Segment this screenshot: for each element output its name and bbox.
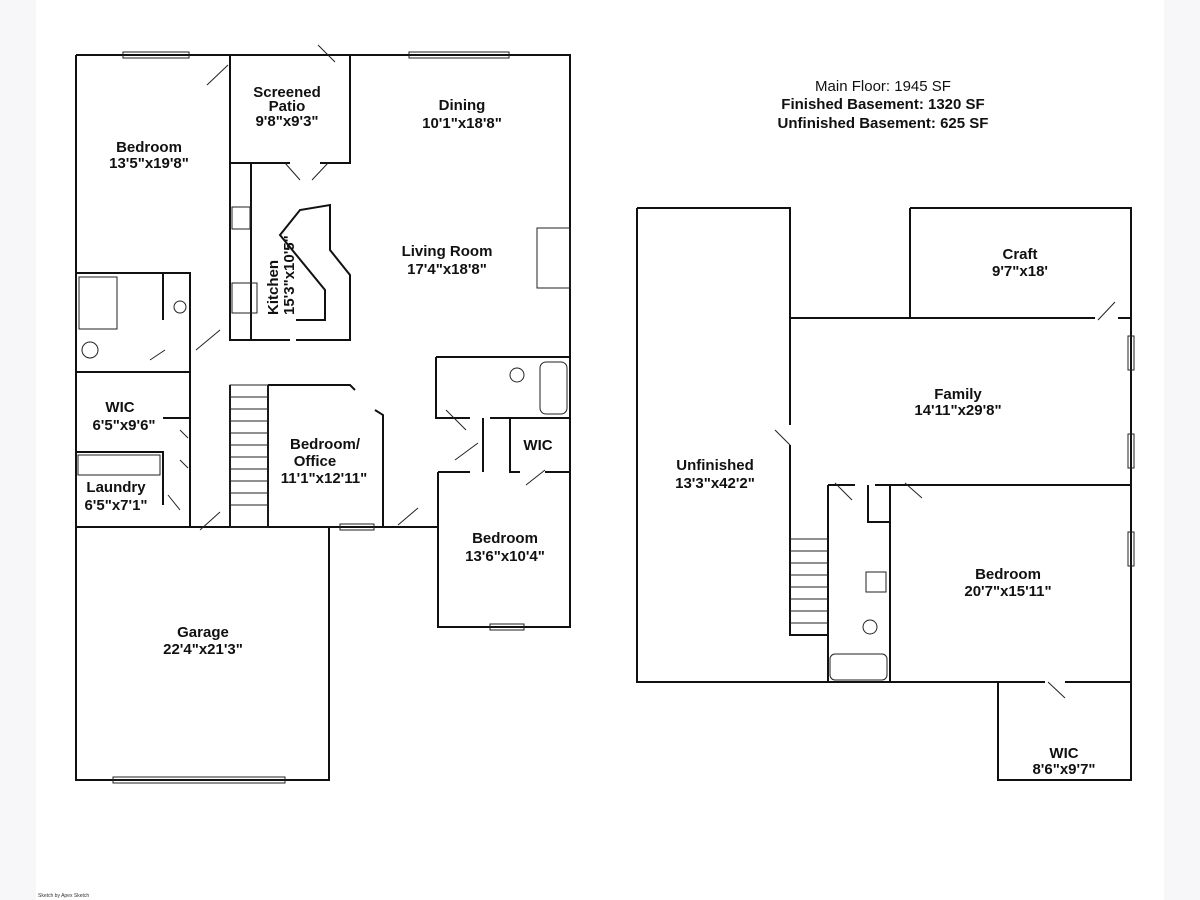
main-floor-labels: Bedroom 13'5"x19'8" Screened Patio 9'8"x… [84, 84, 552, 658]
room-name: Living Room [402, 243, 493, 260]
room-size: 8'6"x9'7" [1032, 761, 1095, 778]
sketch-credit: Sketch by Apex Sketch [38, 893, 89, 899]
room-size: 20'7"x15'11" [964, 583, 1051, 600]
doors [774, 301, 1116, 699]
room-name: Screened [253, 84, 321, 101]
room-name: WIC [105, 399, 134, 416]
floor-plan-page [36, 0, 1164, 900]
room-name: Laundry [86, 479, 146, 496]
room-name: Patio [269, 98, 306, 115]
sink [865, 571, 887, 593]
toilet [509, 367, 525, 383]
room-name: Craft [1002, 246, 1037, 263]
toilet [862, 619, 878, 635]
room-name: Garage [177, 624, 229, 641]
room-name: WIC [523, 437, 552, 454]
finished-basement-area: Finished Basement: 1320 SF [781, 96, 984, 113]
left-margin [0, 0, 36, 900]
main-floor-walls [75, 44, 571, 784]
room-name: Kitchen [265, 260, 282, 315]
main-floor-area: Main Floor: 1945 SF [815, 78, 951, 95]
room-size: 10'1"x18'8" [422, 115, 502, 132]
room-size: 9'8"x9'3" [255, 113, 318, 130]
right-margin [1164, 0, 1200, 900]
stairs [229, 384, 269, 528]
room-size: 13'6"x10'4" [465, 548, 545, 565]
fireplace [536, 227, 571, 289]
room-name: Bedroom [975, 566, 1041, 583]
room-name: Bedroom/ [290, 436, 361, 453]
shower [78, 276, 118, 330]
bathtub [829, 653, 888, 681]
room-name: Bedroom [472, 530, 538, 547]
room-size: 13'3"x42'2" [675, 475, 755, 492]
refrigerator [231, 282, 258, 314]
room-size: 9'7"x18' [992, 263, 1048, 280]
room-size: 14'11"x29'8" [914, 402, 1001, 419]
unfinished-basement-area: Unfinished Basement: 625 SF [778, 115, 989, 132]
room-size: 22'4"x21'3" [163, 641, 243, 658]
stairs [790, 538, 828, 624]
windows [1127, 335, 1135, 567]
sink [173, 300, 187, 314]
room-size: 15'3"x10'5" [281, 235, 298, 315]
room-name: Bedroom [116, 139, 182, 156]
room-name: Unfinished [676, 457, 754, 474]
area-summary: Main Floor: 1945 SF Finished Basement: 1… [778, 78, 989, 132]
windows [112, 51, 525, 784]
basement-labels: Craft 9'7"x18' Family 14'11"x29'8" Unfin… [675, 246, 1095, 778]
room-name: Dining [439, 97, 486, 114]
room-name: Family [934, 386, 982, 403]
doors [149, 44, 546, 531]
room-name: WIC [1049, 745, 1078, 762]
room-size: 6'5"x7'1" [84, 497, 147, 514]
toilet [81, 341, 99, 359]
room-size: 6'5"x9'6" [92, 417, 155, 434]
bathtub [539, 361, 568, 415]
room-size: 13'5"x19'8" [109, 155, 189, 172]
room-size: 17'4"x18'8" [407, 261, 487, 278]
room-name: Office [294, 453, 337, 470]
range [231, 206, 251, 230]
washer-dryer [77, 454, 161, 476]
room-size: 11'1"x12'11" [281, 470, 367, 487]
basement-walls [636, 207, 1135, 781]
